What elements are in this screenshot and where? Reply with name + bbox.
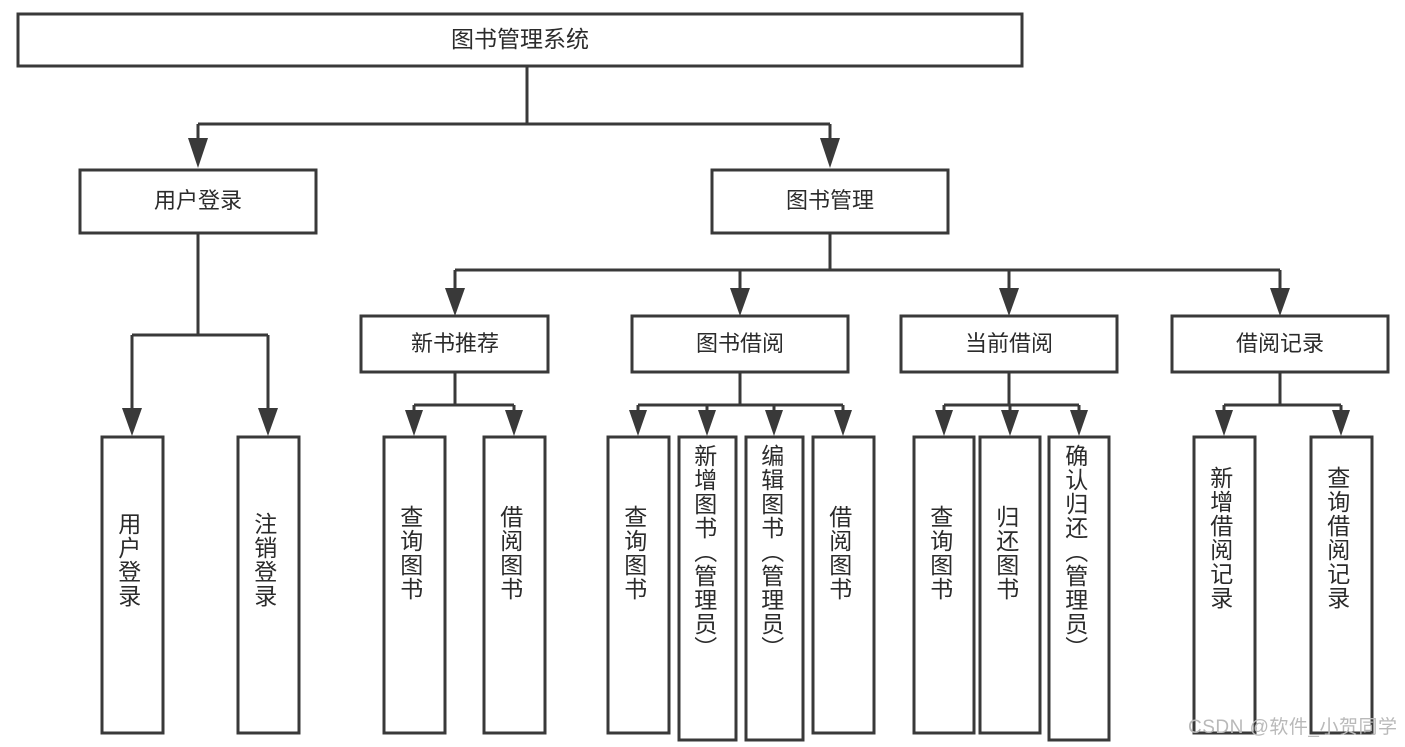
arrow-head-leaf-book-borrow-3 [765, 410, 783, 436]
node-leaf-book-borrow-1[interactable] [677, 435, 738, 742]
horizontal-label-group: 图书管理系统 用户登录 图书管理 新书推荐 图书借阅 当前借阅 借阅记录 [154, 26, 1324, 356]
node-book-borrow[interactable] [630, 314, 850, 374]
node-book-manage[interactable] [710, 168, 950, 235]
arrow-head-leaf-book-borrow-4 [834, 410, 852, 436]
arrow-head-leaf-current-borrow-2 [1001, 410, 1019, 436]
arrow-head-leaf-user-login-2 [258, 408, 278, 436]
node-user-login[interactable] [78, 168, 318, 235]
node-leaf-book-borrow-0[interactable] [606, 435, 671, 735]
arrow-head-user-login [188, 138, 208, 168]
node-leaf-user-login-1[interactable] [236, 435, 301, 735]
node-root[interactable] [16, 12, 1024, 68]
node-user-login-label: 用户登录 [154, 188, 242, 213]
arrow-head-leaf-current-borrow-3 [1070, 410, 1088, 436]
arrow-head-leaf-user-login-1 [122, 408, 142, 436]
node-current-borrow-label: 当前借阅 [965, 331, 1053, 356]
node-leaf-new-book-1[interactable] [482, 435, 547, 735]
node-new-book-recommend[interactable] [359, 314, 550, 374]
node-borrow-record[interactable] [1170, 314, 1390, 374]
node-leaf-borrow-record-1[interactable] [1309, 435, 1374, 735]
node-leaf-current-borrow-0[interactable] [912, 435, 976, 735]
arrow-head-leaf-borrow-record-1 [1215, 410, 1233, 436]
arrow-head-leaf-current-borrow-1 [935, 410, 953, 436]
node-borrow-record-label: 借阅记录 [1236, 331, 1324, 356]
arrow-head-leaf-new-book-2 [505, 410, 523, 436]
node-leaf-user-login-0[interactable] [100, 435, 165, 735]
arrow-head-leaf-book-borrow-2 [698, 410, 716, 436]
node-leaf-book-borrow-3[interactable] [811, 435, 876, 735]
arrow-head-current-borrow [999, 288, 1019, 316]
node-root-label: 图书管理系统 [451, 26, 589, 52]
node-new-book-recommend-label: 新书推荐 [411, 331, 499, 356]
arrow-head-new-book [445, 288, 465, 316]
node-leaf-current-borrow-2[interactable] [1047, 435, 1111, 742]
node-leaf-borrow-record-0[interactable] [1192, 435, 1257, 735]
arrow-head-book-borrow [730, 288, 750, 316]
node-current-borrow[interactable] [899, 314, 1119, 374]
node-leaf-book-borrow-2[interactable] [744, 435, 805, 742]
arrow-head-book-manage [820, 138, 840, 168]
arrow-head-leaf-new-book-1 [405, 410, 423, 436]
csdn-watermark: CSDN @软件_小贺同学 [1188, 717, 1398, 738]
node-leaf-new-book-0[interactable] [382, 435, 447, 735]
node-leaf-current-borrow-1[interactable] [978, 435, 1042, 735]
connector-group [122, 66, 1350, 436]
node-box-group [16, 12, 1390, 742]
arrow-head-leaf-borrow-record-2 [1332, 410, 1350, 436]
arrow-head-leaf-book-borrow-1 [629, 410, 647, 436]
arrow-head-borrow-record [1270, 288, 1290, 316]
node-book-manage-label: 图书管理 [786, 188, 874, 213]
node-book-borrow-label: 图书借阅 [696, 331, 784, 356]
